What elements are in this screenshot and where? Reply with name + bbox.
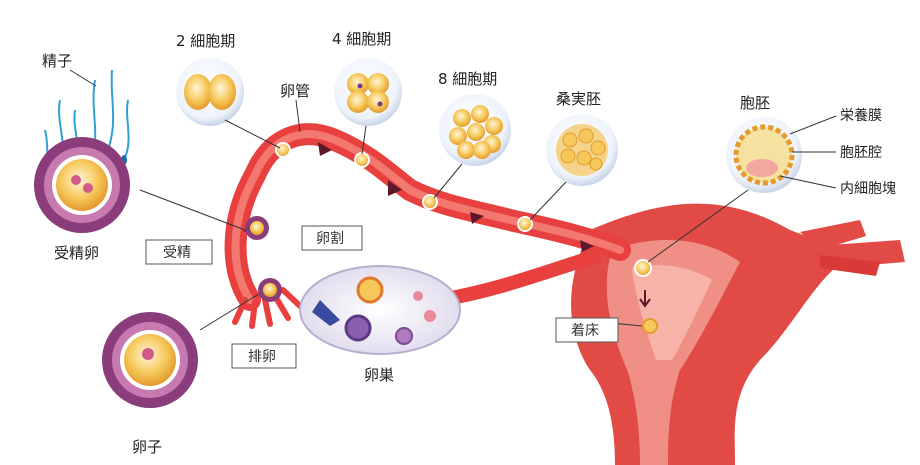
label-inner-cell-mass: 内細胞塊 — [840, 181, 896, 197]
bubble-4cell — [334, 58, 402, 126]
label-sperm: 精子 — [42, 52, 72, 70]
label-egg: 卵子 — [132, 438, 162, 456]
leader-8cell — [434, 164, 462, 198]
label-blastocyst: 胞胚 — [740, 94, 770, 112]
box-ovulation: 排卵 — [232, 344, 296, 368]
ovary — [300, 266, 460, 354]
label-stage-4cell: 4 細胞期 — [332, 30, 391, 48]
label-ovary: 卵巣 — [364, 366, 394, 384]
box-cleavage: 卵割 — [302, 226, 362, 250]
egg-at-fimbria-core — [263, 283, 277, 297]
box-implantation: 着床 — [556, 318, 618, 342]
label-trophoblast: 栄養膜 — [840, 107, 882, 124]
leader-2cell — [225, 120, 280, 148]
leader-trophoblast — [790, 116, 836, 134]
label-stage-8cell: 8 細胞期 — [438, 70, 497, 88]
label-blastocoel: 胞胚腔 — [840, 145, 882, 161]
box-fertilization-text: 受精 — [163, 245, 191, 261]
label-oviduct: 卵管 — [280, 82, 310, 100]
bubble-8cell — [439, 94, 511, 166]
bubble-morula — [546, 114, 618, 186]
label-morula: 桑実胚 — [556, 90, 601, 108]
box-implantation-text: 着床 — [571, 323, 599, 339]
bubble-blastocyst — [726, 117, 802, 193]
label-stage-2cell: 2 細胞期 — [176, 32, 235, 50]
leader-sperm — [70, 70, 96, 86]
fertilized-egg — [34, 137, 130, 233]
label-fertilized-egg: 受精卵 — [54, 244, 99, 262]
bubble-2cell — [176, 58, 244, 126]
leader-morula — [530, 182, 566, 220]
box-ovulation-text: 排卵 — [248, 349, 276, 365]
box-cleavage-text: 卵割 — [316, 230, 344, 247]
egg-cell — [102, 312, 198, 408]
box-fertilization: 受精 — [146, 240, 212, 264]
fertilized-egg-small-core — [250, 221, 264, 235]
